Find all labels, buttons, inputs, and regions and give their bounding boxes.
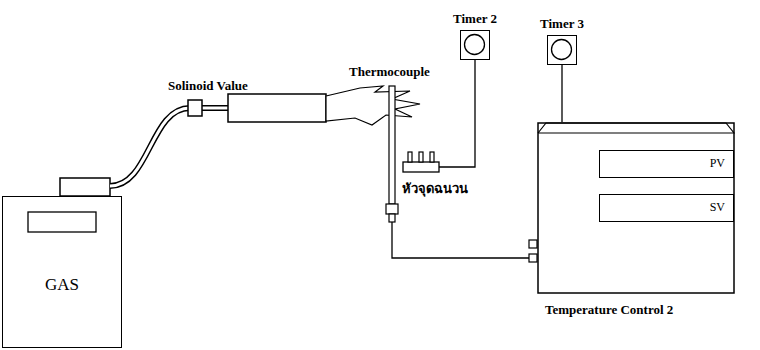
timer-dial xyxy=(461,31,488,58)
timer-dial-face xyxy=(465,35,485,55)
tank-regulator xyxy=(60,178,110,196)
solenoid-valve xyxy=(188,100,202,116)
gas-tank: GAS xyxy=(2,196,122,348)
timer-dial xyxy=(548,36,575,63)
node-text: Timer 3 xyxy=(540,16,584,32)
controller-terminal xyxy=(529,254,537,262)
timer-box: Timer 3 xyxy=(547,35,577,65)
controller-terminal xyxy=(529,240,537,248)
part-label: หัวจุดฉนวน xyxy=(402,178,468,199)
thermocouple-head xyxy=(386,204,398,214)
node-text: PV xyxy=(600,151,733,176)
sv-display: SV xyxy=(599,194,734,222)
timer-box: Timer 2 xyxy=(460,30,490,60)
igniter-prong xyxy=(408,152,412,162)
timer-dial-face xyxy=(552,40,572,60)
gas-hose-inner xyxy=(110,108,190,186)
part-label: Thermocouple xyxy=(349,64,430,80)
node-text: GAS xyxy=(3,275,121,295)
tank-display xyxy=(28,212,96,232)
gas-hose xyxy=(110,108,190,186)
thermocouple-probe xyxy=(389,86,395,204)
node-text: Temperature Control 2 xyxy=(545,302,673,318)
gas-tube xyxy=(202,105,228,111)
node-text: Timer 2 xyxy=(453,11,497,27)
timer-wire xyxy=(439,60,475,167)
controller-body xyxy=(538,123,734,293)
gas-tube-inner xyxy=(202,107,228,110)
node-text: SV xyxy=(600,195,733,220)
part-label: Solinoid Value xyxy=(168,78,248,94)
wire-connector xyxy=(561,65,562,122)
burner-flame xyxy=(326,86,420,125)
igniter-prong xyxy=(430,152,434,162)
controller-top-face xyxy=(538,123,734,133)
burner-tube xyxy=(228,94,326,122)
igniter-base xyxy=(403,162,439,172)
pv-display: PV xyxy=(599,150,734,178)
thermocouple-wire xyxy=(392,222,529,258)
igniter-prong xyxy=(419,152,423,162)
temperature-controller: Temperature Control 2PVSV xyxy=(537,122,735,294)
thermocouple-tip xyxy=(389,214,395,222)
